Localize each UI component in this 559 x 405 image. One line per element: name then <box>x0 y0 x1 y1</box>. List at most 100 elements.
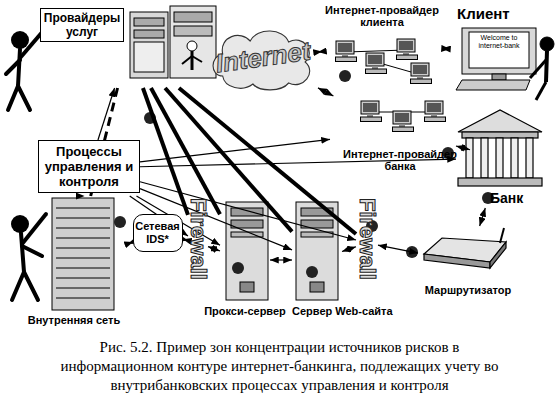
server-room <box>187 41 197 51</box>
box-label: Провайдеры услуг <box>40 8 124 42</box>
server-room <box>192 56 202 62</box>
bank-building <box>458 178 542 186</box>
server-rack <box>56 278 110 279</box>
flow-arrow <box>480 208 486 226</box>
server-group: Сервер Web-сайта <box>292 198 342 322</box>
person-figure <box>18 86 30 110</box>
group-heading: Интернет-провайдер клиента <box>322 4 442 28</box>
client-workstation <box>492 74 506 80</box>
network-group: Внутренняя сеть <box>20 196 128 330</box>
client-workstation <box>540 37 554 51</box>
computer-group <box>361 101 382 122</box>
server-rack <box>56 218 110 219</box>
flow-arrow <box>208 247 220 251</box>
bank-building <box>511 138 518 178</box>
client-workstation <box>536 82 546 100</box>
server-rack <box>56 228 110 229</box>
computer-group <box>336 39 432 84</box>
person-figure <box>22 214 46 244</box>
person-figure <box>6 60 20 74</box>
bank-building <box>526 138 533 178</box>
server-rack <box>56 248 110 249</box>
server-room <box>174 12 212 22</box>
device-label: Маршрутизатор <box>425 284 511 296</box>
flow-arrow <box>318 51 322 53</box>
isp-group: Интернет-провайдер клиента <box>322 4 442 84</box>
router-device <box>500 228 504 243</box>
person-figure <box>8 86 18 110</box>
server-room <box>134 30 164 38</box>
flow-arrow <box>442 48 450 50</box>
isp-group: Интернет-провайдер банка <box>330 96 470 166</box>
router-device <box>424 228 506 268</box>
person-figure <box>22 246 42 256</box>
screen-text: Welcome to internet-bank <box>470 34 528 50</box>
client-workstation <box>546 51 547 82</box>
risk-marker <box>306 266 318 278</box>
person-figure <box>18 49 20 86</box>
server-tower <box>296 202 338 300</box>
risk-marker <box>114 216 126 228</box>
server-rack <box>56 268 110 269</box>
box-label: Сетевая IDS* <box>134 220 181 246</box>
server-tower <box>310 282 324 292</box>
server-tower <box>296 202 338 300</box>
internet-cloud: Internet <box>208 26 318 92</box>
computer-group <box>397 39 418 60</box>
server-rack <box>56 258 110 259</box>
flow-arrow <box>342 247 356 252</box>
figure-caption: Рис. 5.2. Пример зон концентрации источн… <box>57 338 502 395</box>
server-room <box>130 12 168 78</box>
bank-building <box>458 110 542 186</box>
client-group: КлиентWelcome to internet-bank <box>450 4 556 102</box>
person-figure <box>24 272 38 300</box>
link-line <box>165 88 292 232</box>
bank-building <box>462 132 538 138</box>
server-group: Прокси-сервер <box>220 198 270 322</box>
server-rack <box>56 208 110 209</box>
provider-group: Провайдеры услуг <box>38 4 218 88</box>
client-label: Клиент <box>454 5 513 23</box>
server-tower <box>226 202 268 300</box>
bank-building <box>496 138 503 178</box>
person-figure <box>6 30 44 110</box>
server-room <box>191 51 194 70</box>
router-device <box>490 242 506 268</box>
server-rack <box>52 198 114 310</box>
person-figure <box>12 272 24 300</box>
computer-group <box>336 41 357 62</box>
computer-group <box>411 63 432 84</box>
router-device <box>424 254 490 268</box>
device-label: Внутренняя сеть <box>20 314 128 326</box>
flow-arrow <box>378 245 418 253</box>
client-workstation <box>530 60 546 78</box>
server-room <box>174 26 212 36</box>
server-rack <box>56 238 110 239</box>
box-label: Процессы управления и контроля <box>38 140 140 193</box>
client-workstation <box>469 32 529 68</box>
link-line <box>151 88 220 214</box>
bank-building <box>481 138 488 178</box>
person-figure <box>11 214 46 300</box>
computer-group <box>366 53 387 74</box>
server-tower <box>231 208 263 216</box>
firewall-label: Firewall <box>188 198 208 280</box>
person-figure <box>21 233 24 272</box>
ids-box: Сетевая IDS* <box>133 214 183 252</box>
server-room <box>130 6 216 78</box>
server-rack <box>56 298 110 299</box>
flow-arrow <box>318 88 333 96</box>
server-room <box>170 6 216 78</box>
server-rack <box>56 288 110 289</box>
computer-group <box>425 101 446 122</box>
server-tower <box>240 282 254 292</box>
bank-label: Банк <box>490 190 523 206</box>
risk-marker <box>339 70 351 82</box>
computer-group <box>393 111 414 132</box>
firewall-wall: Firewall <box>188 194 208 292</box>
bank-group: Банк <box>456 108 546 208</box>
server-room <box>134 18 164 26</box>
server-tower <box>226 202 268 300</box>
